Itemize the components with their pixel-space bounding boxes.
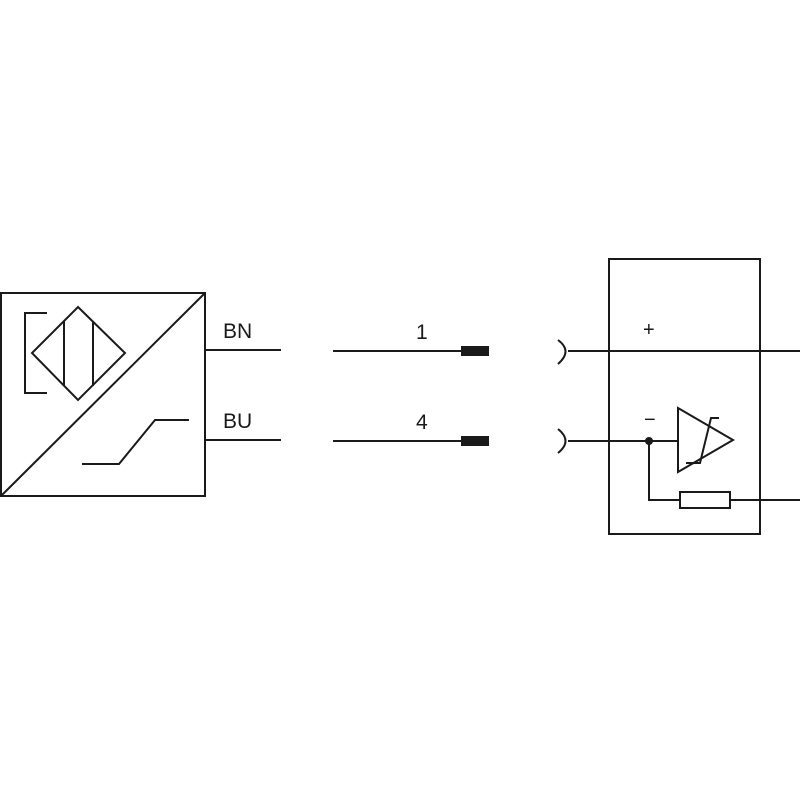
plug-pin-icon xyxy=(461,346,489,356)
inductive-sensor-icon xyxy=(24,305,127,402)
amplifier-housing xyxy=(608,258,761,535)
amplifier-block: + − xyxy=(557,258,800,535)
socket-contact-icon xyxy=(557,339,567,365)
sensor-block xyxy=(0,292,206,497)
connector-pin-4 xyxy=(333,436,489,446)
wire-label-bn: BN xyxy=(223,320,252,343)
wire-label-bu: BU xyxy=(223,410,252,433)
plug-pin-icon xyxy=(461,436,489,446)
resistor-icon xyxy=(679,491,731,509)
sensor-housing xyxy=(0,292,206,497)
connector-pin-1 xyxy=(333,346,489,356)
terminal-sign-plus: + xyxy=(643,319,655,341)
sensor-diagonal xyxy=(0,292,206,497)
schmitt-trigger-icon xyxy=(677,406,735,474)
switching-characteristic-icon xyxy=(82,419,189,465)
pin-label-1: 1 xyxy=(416,321,428,344)
feedback-line xyxy=(648,441,680,501)
socket-contact-icon xyxy=(557,428,567,454)
pin-label-4: 4 xyxy=(416,411,428,434)
terminal-sign-minus: − xyxy=(644,409,656,431)
